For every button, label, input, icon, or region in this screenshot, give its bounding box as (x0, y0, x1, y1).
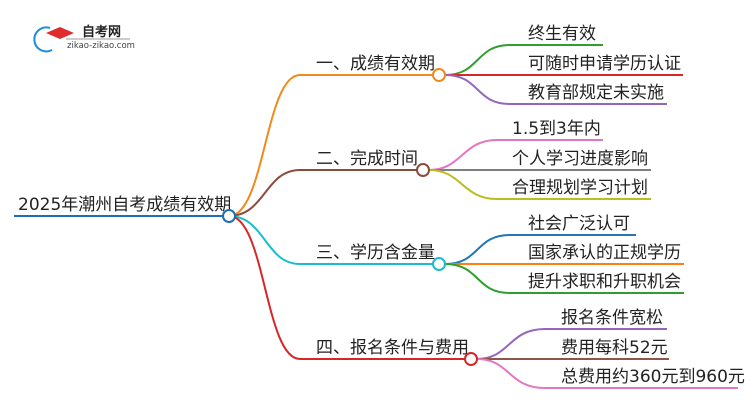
branch-duration: 二、完成时间 1.5到3年内 个人学习进度影响 合理规划学习计划 (300, 119, 651, 200)
root-topic: 2025年潮州自考成绩有效期 (18, 195, 231, 215)
branch-validity: 一、成绩有效期 终生有效 可随时申请学历认证 教育部规定未实施 (300, 24, 683, 105)
logo-url: zikao-zikao.com (67, 41, 135, 51)
leaf-label: 合理规划学习计划 (512, 178, 648, 198)
leaf-label: 终生有效 (528, 24, 596, 44)
node-circle[interactable] (432, 68, 446, 82)
leaf-label: 1.5到3年内 (512, 119, 601, 139)
logo-ring-icon (33, 26, 53, 53)
leaf-label: 教育部规定未实施 (528, 83, 664, 103)
node-circle[interactable] (416, 163, 430, 177)
leaf-label: 社会广泛认可 (528, 214, 630, 234)
leaf-label: 费用每科52元 (561, 338, 668, 358)
branch-value: 三、学历含金量 社会广泛认可 国家承认的正规学历 提升求职和升职机会 (300, 214, 684, 294)
leaf-label: 国家承认的正规学历 (528, 243, 681, 263)
branch-registration-fees: 四、报名条件与费用 报名条件宽松 费用每科52元 总费用约360元到960元 (300, 308, 745, 389)
branch-label: 二、完成时间 (316, 149, 418, 169)
leaf-label: 提升求职和升职机会 (528, 272, 681, 292)
node-circle[interactable] (432, 257, 446, 271)
leaf-label: 总费用约360元到960元 (561, 367, 745, 387)
branch-label: 三、学历含金量 (316, 243, 435, 263)
leaf-label: 个人学习进度影响 (512, 149, 648, 169)
branch-label: 四、报名条件与费用 (316, 338, 469, 358)
graduation-cap-icon (46, 27, 74, 39)
logo-title: 自考网 (82, 24, 121, 40)
branch-label: 一、成绩有效期 (316, 54, 435, 74)
leaf-label: 报名条件宽松 (561, 308, 663, 328)
logo: 自考网 zikao-zikao.com (33, 24, 135, 53)
node-circle[interactable] (464, 352, 478, 366)
root-node-circle[interactable] (222, 209, 236, 223)
leaf-label: 可随时申请学历认证 (528, 54, 681, 74)
